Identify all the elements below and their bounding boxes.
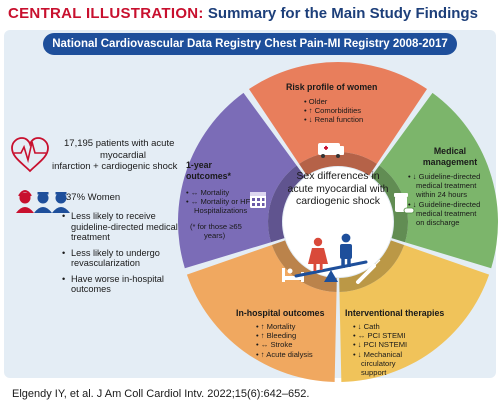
ambulance-icon [318, 143, 344, 158]
registry-banner-text: National Cardiovascular Data Registry Ch… [52, 38, 448, 50]
women-finding-3: Have worse in-hospital outcomes [62, 274, 178, 295]
inhospital-segment-inner [271, 240, 337, 292]
segment-interventional-therapies: Interventional therapies • ↓ Cath • ↔ PC… [345, 308, 445, 377]
risk-item: • ↓ Renal function [304, 115, 364, 125]
medical-item: • ↓ Guideline-directed [408, 172, 481, 181]
inhospital-item: • ↑ Mortality [256, 322, 296, 331]
inhospital-item: • ↔ Stroke [256, 340, 293, 350]
interventional-segment-inner [339, 240, 405, 292]
oneyear-item: Hospitalizations [194, 206, 248, 216]
medical-item: within 24 hours [416, 190, 468, 200]
center-line-2: acute myocardial with [287, 182, 389, 195]
medical-management-segment-inner [371, 165, 408, 243]
medical-title-1: Medical [433, 146, 467, 156]
risk-item: • Older [304, 97, 328, 106]
inhospital-segment [186, 245, 337, 382]
interventional-item: • ↓ Mechanical [353, 349, 403, 359]
interventional-title: Interventional therapies [345, 308, 445, 318]
center-label: Sex differences in acute myocardial with… [283, 170, 393, 208]
patients-line-3: infarction + cardiogenic shock [52, 161, 178, 172]
women-finding-1: Less likely to receive guideline-directe… [62, 211, 178, 243]
center-line-3: cardiogenic shock [295, 195, 381, 207]
medical-title-2: management [422, 157, 478, 167]
patients-line-2: myocardial [100, 149, 146, 161]
heart-ecg-icon [11, 137, 49, 173]
oneyear-item: • ↔ Mortality or HF [186, 197, 251, 207]
medical-item: medical treatment [416, 208, 477, 218]
one-year-segment [178, 92, 297, 269]
registry-banner: National Cardiovascular Data Registry Ch… [43, 33, 457, 55]
risk-item: • ↑ Comorbidities [304, 106, 362, 116]
women-findings-list: Less likely to receive guideline-directe… [62, 211, 178, 300]
illustration-label: CENTRAL ILLUSTRATION: [8, 4, 204, 22]
women-percent: 37% Women [66, 192, 121, 203]
segment-medical-management: Medical management • ↓ Guideline-directe… [408, 146, 492, 227]
segment-one-year-outcomes: 1-year outcomes* • ↔ Mortality • ↔ Morta… [186, 160, 252, 240]
oneyear-item: • ↔ Mortality [186, 188, 230, 197]
patients-summary: 17,195 patients with acute myocardial in… [52, 138, 204, 173]
one-year-segment-inner [268, 165, 305, 243]
segment-inhospital-outcomes: In-hospital outcomes • ↑ Mortality • ↑ B… [236, 308, 332, 359]
medical-item: medical treatment [416, 181, 477, 191]
oneyear-note-2: years) [204, 230, 226, 240]
medical-management-segment [379, 92, 498, 269]
pill-bottle-icon [394, 193, 415, 214]
interventional-item: circulatory [361, 358, 396, 368]
inhospital-title: In-hospital outcomes [236, 308, 325, 318]
interventional-segment [339, 245, 490, 382]
center-line-1: Sex differences in [296, 170, 380, 182]
interventional-item: support [361, 368, 387, 378]
interventional-item: • ↔ PCI STEMI [353, 331, 406, 341]
seesaw-figures-icon [294, 233, 368, 282]
women-finding-2: Less likely to undergo revascularization [62, 248, 178, 269]
oneyear-note-1: (* for those ≥65 [190, 221, 242, 231]
oneyear-title: 1-year outcomes* [186, 160, 231, 181]
interventional-item: • ↓ PCI NSTEMI [353, 340, 408, 350]
inhospital-item: • ↑ Bleeding [256, 331, 297, 341]
illustration-title: Summary for the Main Study Findings [207, 4, 478, 22]
risk-profile-title: Risk profile of women [286, 82, 378, 92]
calendar-icon [250, 192, 266, 208]
interventional-item: • ↓ Cath [353, 322, 380, 331]
center-hub [283, 167, 393, 277]
citation: Elgendy IY, et al. J Am Coll Cardiol Int… [12, 388, 310, 400]
patients-line-1: 17,195 patients with acute [64, 138, 175, 149]
inhospital-item: • ↑ Acute dialysis [256, 349, 313, 359]
hospital-bed-icon [282, 268, 304, 282]
segment-risk-profile: Risk profile of women • Older • ↑ Comorb… [286, 82, 398, 125]
syringe-icon [356, 259, 381, 284]
medical-item: • ↓ Guideline-directed [408, 199, 481, 209]
risk-profile-segment [248, 62, 428, 164]
risk-profile-segment-inner [299, 151, 377, 176]
title-bar: CENTRAL ILLUSTRATION: Summary for the Ma… [0, 0, 500, 26]
medical-item: on discharge [416, 218, 460, 228]
patients-group-icon [16, 190, 70, 213]
